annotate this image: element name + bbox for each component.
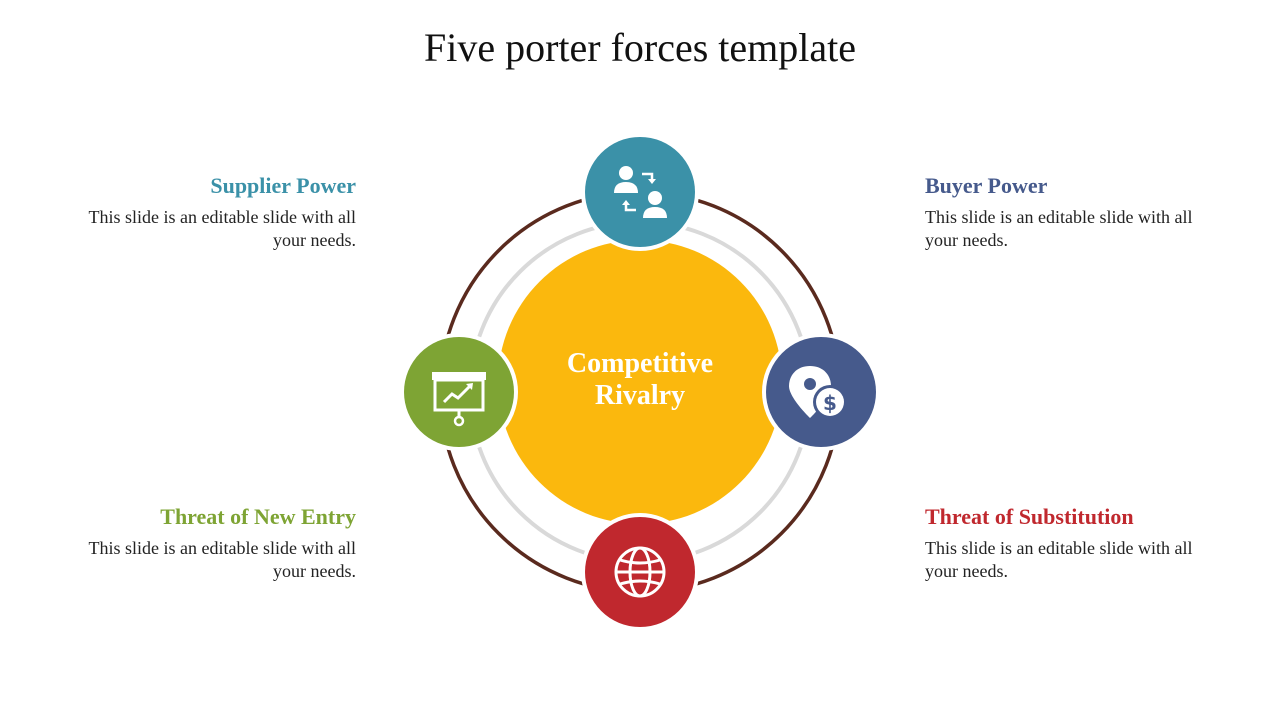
- substitution-node: [581, 513, 699, 631]
- location-dollar-icon: $: [789, 366, 847, 419]
- center-label: Competitive Rivalry: [520, 348, 760, 412]
- center-label-line1: Competitive: [566, 348, 714, 379]
- center-circle: [498, 240, 782, 524]
- substitution-desc: This slide is an editable slide with all…: [925, 538, 1193, 581]
- substitution-title: Threat of Substitution: [925, 504, 1134, 529]
- globe-icon: [614, 546, 666, 598]
- presentation-chart-icon: [432, 372, 486, 427]
- entry-node: [400, 333, 518, 451]
- supplier-power-block: Supplier Power This slide is an editable…: [76, 172, 356, 252]
- people-exchange-icon: [614, 166, 667, 218]
- new-entry-title: Threat of New Entry: [160, 504, 356, 529]
- page-title: Five porter forces template: [423, 25, 857, 70]
- supplier-power-title: Supplier Power: [210, 173, 356, 198]
- buyer-power-block: Buyer Power This slide is an editable sl…: [925, 172, 1205, 252]
- buyer-node: $: [762, 333, 880, 451]
- supplier-node: [581, 133, 699, 251]
- svg-text:$: $: [823, 391, 837, 415]
- new-entry-desc: This slide is an editable slide with all…: [88, 538, 356, 581]
- buyer-power-title: Buyer Power: [925, 173, 1048, 198]
- buyer-power-desc: This slide is an editable slide with all…: [925, 207, 1193, 250]
- supplier-power-desc: This slide is an editable slide with all…: [88, 207, 356, 250]
- new-entry-block: Threat of New Entry This slide is an edi…: [76, 503, 356, 583]
- center-label-line2: Rivalry: [594, 380, 686, 411]
- substitution-block: Threat of Substitution This slide is an …: [925, 503, 1205, 583]
